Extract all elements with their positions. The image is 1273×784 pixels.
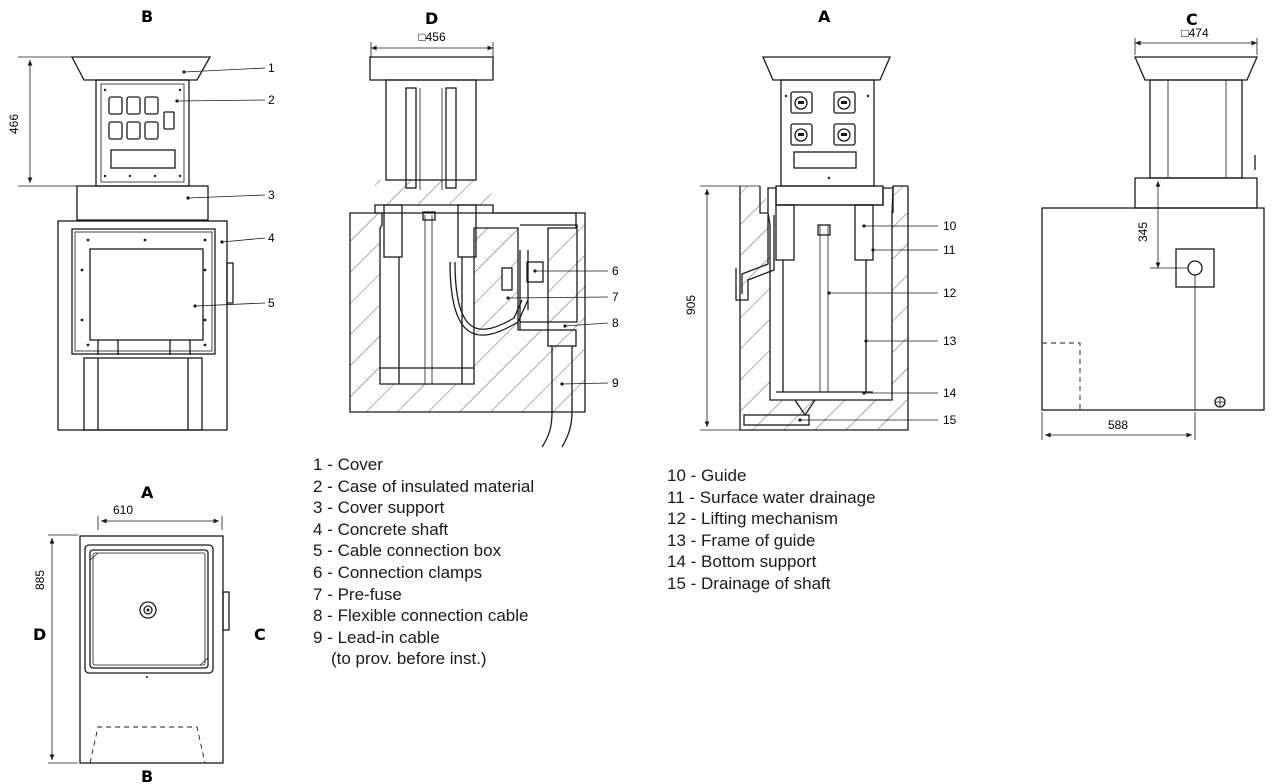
legend-item-10: 10 - Guide: [667, 466, 747, 485]
case-b: [95, 79, 190, 187]
view-c-elevation: C □474 345 588: [1041, 10, 1265, 440]
legend-item-11: 11 - Surface water drainage: [667, 487, 876, 507]
dim-466: 466: [7, 114, 21, 134]
callout-5: 5: [268, 296, 275, 310]
legend-item-7: 7 - Pre-fuse: [313, 584, 402, 604]
dim-456: □456: [418, 30, 446, 44]
callout-6: 6: [612, 264, 619, 278]
callout-1: 1: [268, 61, 275, 75]
socket-grid-a: [784, 91, 870, 180]
view-a-section: A: [684, 7, 957, 431]
legend-item-9-continuation: (to prov. before inst.): [331, 649, 487, 669]
view-label-d-top: D: [425, 9, 438, 28]
callout-4: 4: [268, 231, 275, 245]
cover-d: [369, 56, 494, 81]
view-b-elevation: B 466: [7, 7, 275, 431]
callout-3: 3: [268, 188, 275, 202]
callout-11: 11: [943, 243, 956, 257]
legend-left: 1 - Cover 2 - Case of insulated material…: [313, 454, 534, 670]
legend-item-6: 6 - Connection clamps: [313, 562, 483, 582]
legend-right: 10 - Guide 11 - Surface water drainage 1…: [667, 465, 876, 595]
legend-item-8: 8 - Flexible connection cable: [313, 606, 529, 626]
callout-15: 15: [943, 413, 957, 427]
legend-item-9: 9 - Lead-in cable: [313, 627, 440, 647]
callouts-b: 1 2 3 4 5: [175, 61, 275, 310]
plan-view: A B C D 610 885: [33, 483, 266, 784]
view-label-a-top: A: [818, 7, 831, 26]
cover-support-b: [76, 185, 209, 221]
dim-885: 885: [33, 570, 47, 590]
callout-2: 2: [268, 93, 275, 107]
view-label-plan-d: D: [33, 625, 46, 644]
callout-14: 14: [943, 386, 957, 400]
callouts-d: 6 7 8 9: [506, 264, 619, 390]
dim-905: 905: [684, 295, 698, 315]
view-label-c-top: C: [1186, 10, 1198, 29]
dim-474: □474: [1181, 26, 1209, 40]
legend-item-12: 12 - Lifting mechanism: [667, 509, 839, 529]
callout-12: 12: [943, 286, 957, 300]
view-label-plan-b: B: [141, 767, 153, 784]
legend-item-14: 14 - Bottom support: [667, 552, 817, 572]
view-d-section: D □456: [349, 9, 619, 448]
legend-item-1: 1 - Cover: [313, 455, 383, 474]
callout-10: 10: [943, 219, 957, 233]
callout-7: 7: [612, 290, 619, 304]
callout-8: 8: [612, 316, 619, 330]
cover-a: [762, 56, 891, 81]
dim-610: 610: [113, 503, 133, 517]
legend-item-5: 5 - Cable connection box: [313, 541, 502, 561]
legend-item-3: 3 - Cover support: [313, 498, 445, 518]
callout-13: 13: [943, 334, 957, 348]
callouts-a: 10 11 12 13 14 15: [798, 219, 957, 427]
cable-connection-box-b: [89, 248, 204, 341]
cover-b: [70, 56, 212, 81]
view-label-plan-a: A: [141, 483, 154, 502]
legend-item-4: 4 - Concrete shaft: [313, 519, 449, 539]
legend-item-13: 13 - Frame of guide: [667, 530, 816, 550]
socket-grid-b: [103, 88, 182, 178]
view-label-plan-c: C: [254, 625, 266, 644]
cover-c: [1134, 56, 1258, 81]
view-label-b-top: B: [141, 7, 153, 26]
dim-345: 345: [1136, 222, 1150, 242]
legend-item-2: 2 - Case of insulated material: [313, 476, 535, 496]
callout-9: 9: [612, 376, 619, 390]
dim-588: 588: [1108, 418, 1128, 432]
legend-item-15: 15 - Drainage of shaft: [667, 573, 831, 593]
